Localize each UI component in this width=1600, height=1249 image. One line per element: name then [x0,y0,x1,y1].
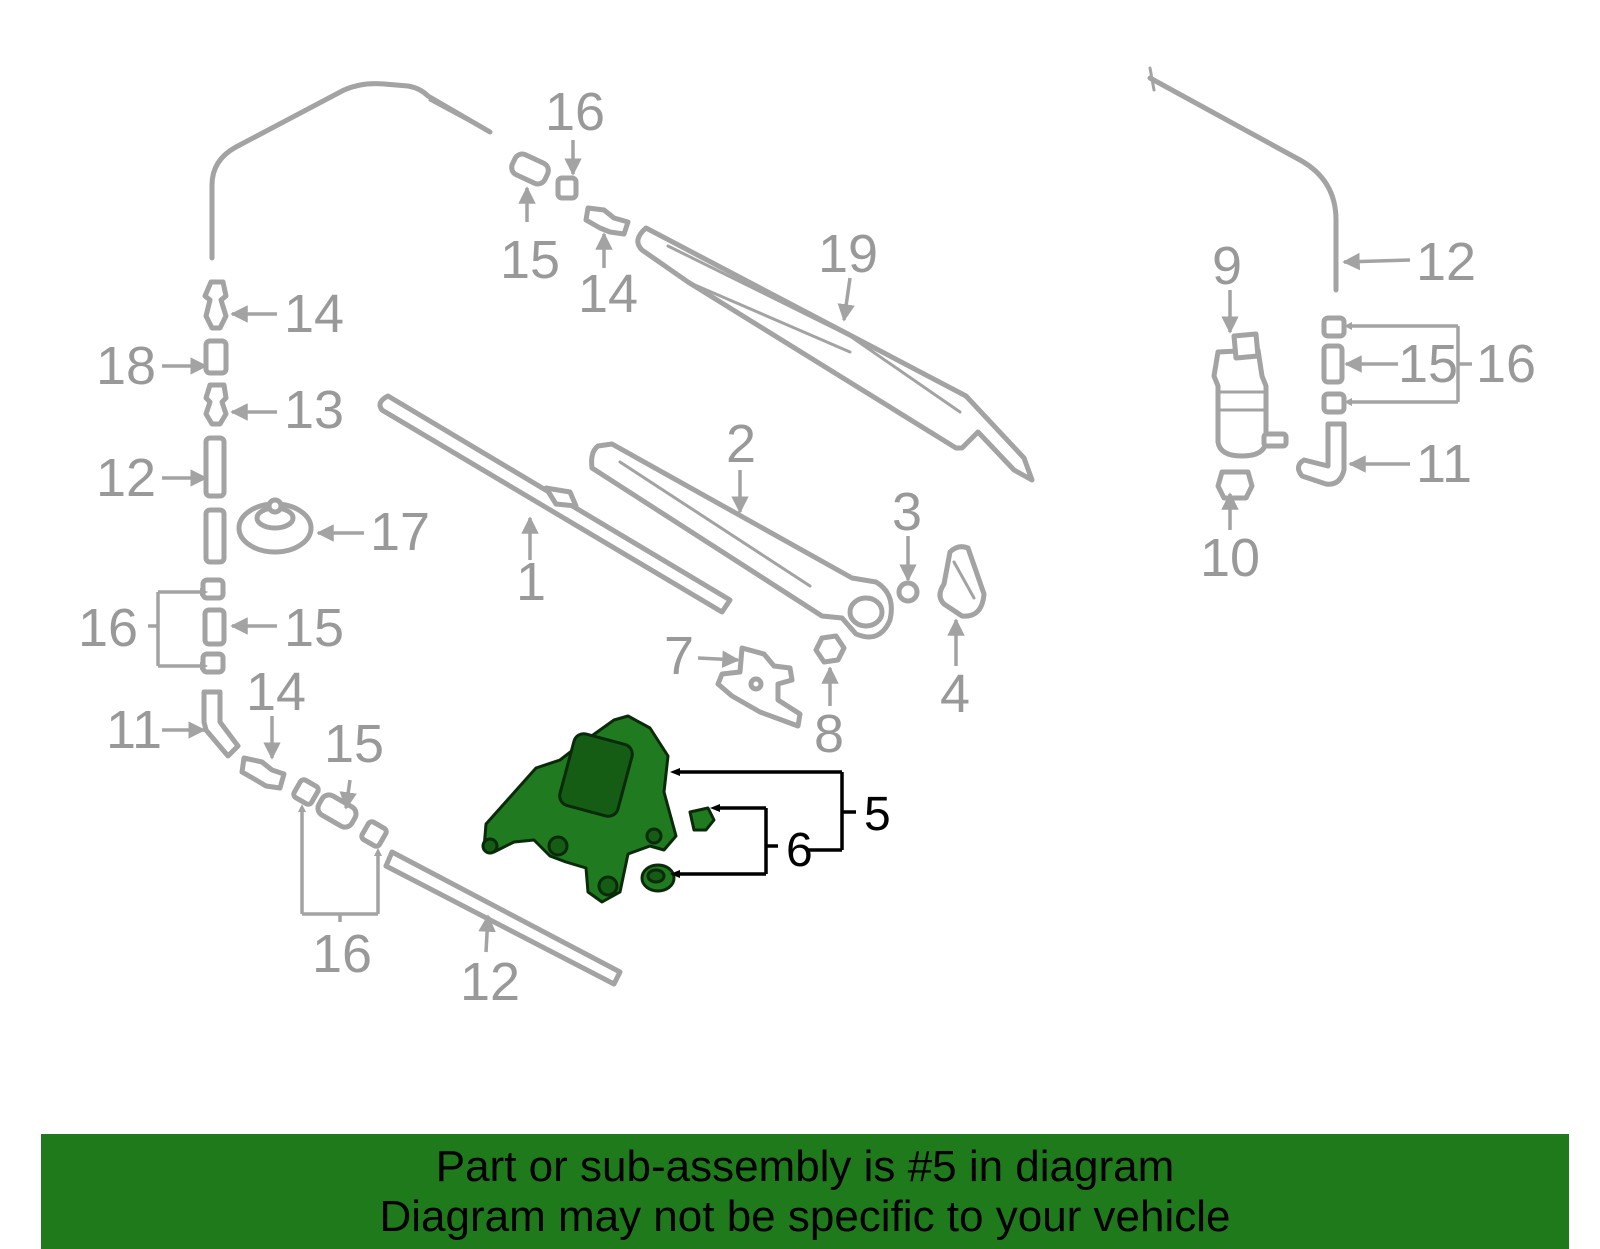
connector-13 [203,382,229,427]
connector-14-top [583,205,631,237]
callout-12-left: 12 [96,448,156,508]
nut-3 [896,580,920,604]
callout-3: 3 [892,482,922,542]
sleeve-15-lower [315,792,359,830]
callout-4: 4 [940,664,970,724]
callout-8: 8 [814,704,844,764]
grommet-17 [236,497,314,555]
hose-connector-14-left [202,279,229,331]
sleeve-15-right [1321,343,1345,385]
connector-14-lower [239,755,287,791]
leader-lines [148,140,1472,953]
clip-16-top [555,175,579,201]
spoiler-cover-19 [635,225,1035,483]
cap-4 [937,544,987,619]
callout-2: 2 [726,414,756,474]
callout-10: 10 [1200,528,1260,588]
bolt-6 [688,806,716,832]
leader-lines-highlight [670,768,856,878]
callout-15-lower: 15 [324,714,384,774]
washer-hose-right-12 [1147,66,1339,293]
banner-line-1: Part or sub-assembly is #5 in diagram [435,1141,1175,1191]
callout-18: 18 [96,336,156,396]
banner-line-2: Diagram may not be specific to your vehi… [379,1191,1231,1241]
clip-16-lower-left [291,777,321,807]
callout-12-lower: 12 [460,952,520,1012]
clip-16-lower-right [359,819,389,849]
callout-12-right: 12 [1416,232,1476,292]
elbow-11-left [201,689,241,759]
callout-16-top: 16 [545,82,605,142]
wiper-arm-2 [589,441,894,640]
callout-14-top: 14 [578,264,638,324]
callout-14-lower: 14 [246,662,306,722]
callout-14-left: 14 [284,284,344,344]
callout-17: 17 [370,502,430,562]
sleeve-18 [203,338,229,376]
sleeve-15-top [509,151,551,187]
clip-16-right-bottom [1321,391,1347,415]
wiper-motor-5 [481,714,678,904]
callout-1: 1 [516,552,546,612]
callout-16-right: 16 [1476,334,1536,394]
callout-16-left: 16 [78,598,138,658]
callout-5: 5 [864,788,891,841]
notice-banner: Part or sub-assembly is #5 in diagram Di… [41,1134,1569,1249]
bracket-7 [715,645,803,729]
washer-pump-9 [1211,331,1289,459]
callout-15-top: 15 [500,230,560,290]
callout-labels: 16 15 14 19 14 18 13 12 17 16 15 11 14 1… [78,82,1536,1012]
callout-19: 19 [818,224,878,284]
washer-hose-upper [209,81,493,261]
callout-6: 6 [786,824,813,877]
callout-15-right: 15 [1398,334,1458,394]
washer-hose-lower-12 [383,849,623,987]
hose-segment-12-left [203,435,227,565]
callout-15-left: 15 [284,598,344,658]
clip-16-left-top [200,577,226,601]
nut-8 [813,633,847,665]
grommet-10 [1215,469,1255,501]
callout-16-lower: 16 [312,924,372,984]
callout-11-left: 11 [106,700,162,760]
wiper-blade-1 [377,393,733,615]
bushing-6 [640,863,676,893]
clip-16-left-bottom [200,651,226,675]
callout-9: 9 [1212,236,1242,296]
elbow-11-right [1296,421,1347,487]
callout-13: 13 [284,380,344,440]
callout-7: 7 [664,626,694,686]
sleeve-15-left [202,607,227,647]
clip-16-right-top [1321,315,1347,339]
callout-11-right: 11 [1416,434,1472,494]
